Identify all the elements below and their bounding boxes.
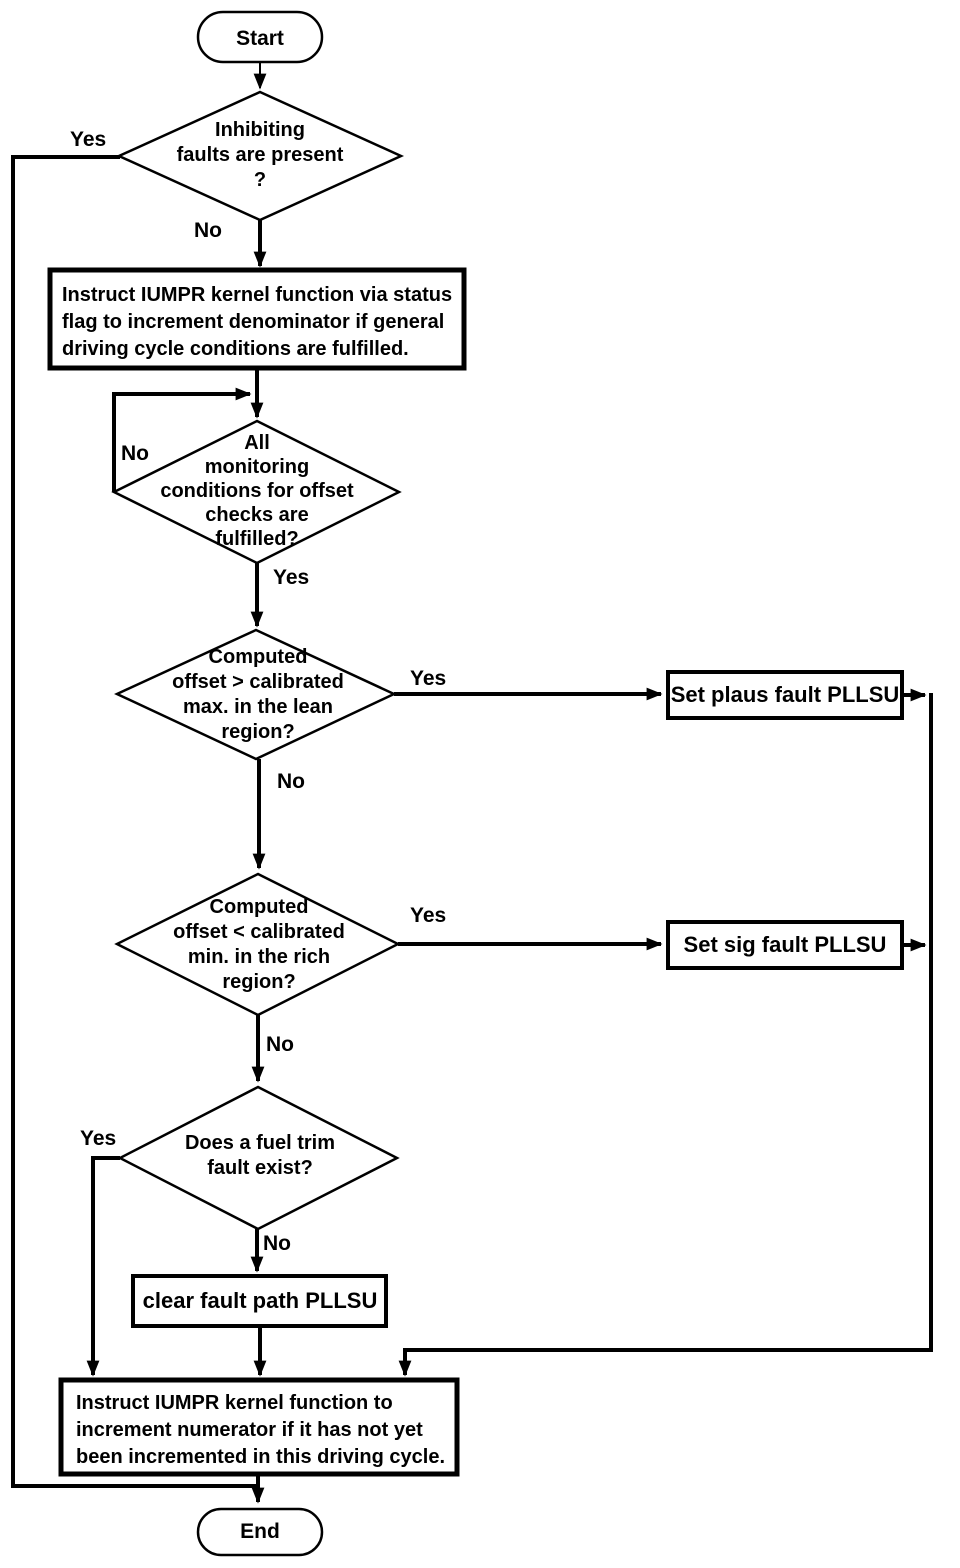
- edge-label-rich-no: No: [266, 1033, 294, 1056]
- edge-label-fueltrim-yes: Yes: [80, 1127, 117, 1150]
- inhibiting-faults-decision-shape: [115, 90, 405, 222]
- end-label: End: [240, 1520, 280, 1543]
- edge-label-inhibiting-no: No: [194, 219, 222, 242]
- start-label: Start: [236, 27, 284, 50]
- edge-monitoring-no-loop: [112, 387, 252, 492]
- lean-check-label: Computed offset > calibrated max. in the…: [172, 646, 344, 743]
- fuel-trim-decision-shape: [117, 1085, 400, 1231]
- edge-inhibiting-yes-to-end: [11, 155, 256, 1488]
- clear-fault-process-shape: [131, 1274, 388, 1328]
- set-sig-fault-label: Set sig fault PLLSU: [683, 932, 887, 957]
- edge-label-inhibiting-yes: Yes: [70, 128, 107, 151]
- instruct-denominator-label: Instruct IUMPR kernel function via statu…: [62, 284, 453, 360]
- edge-label-rich-yes: Yes: [410, 904, 447, 927]
- set-sig-fault-process-shape: [666, 920, 904, 970]
- rich-check-decision-shape: [114, 872, 401, 1017]
- edge-label-monitoring-yes: Yes: [273, 566, 310, 589]
- instruct-numerator-label: Instruct IUMPR kernel function to increm…: [76, 1392, 445, 1468]
- edge-right-rail-to-numerator: [398, 693, 933, 1377]
- edge-label-fueltrim-no: No: [263, 1232, 291, 1255]
- monitoring-conditions-decision-shape: [111, 419, 402, 565]
- edge-label-lean-no: No: [277, 770, 305, 793]
- fuel-trim-label: Does a fuel trim fault exist?: [184, 1132, 336, 1179]
- edge-fueltrim-yes-to-numerator: [86, 1156, 120, 1377]
- set-plaus-fault-process-shape: [666, 670, 904, 720]
- clear-fault-label: clear fault path PLLSU: [142, 1288, 378, 1313]
- edge-label-monitoring-no: No: [121, 442, 149, 465]
- instruct-numerator-process-shape: [58, 1377, 460, 1477]
- edge-label-lean-yes: Yes: [410, 667, 447, 690]
- rich-check-label: Computed offset < calibrated min. in the…: [173, 896, 345, 993]
- start-terminator-shape: [196, 10, 324, 64]
- end-terminator-shape: [196, 1507, 324, 1557]
- inhibiting-faults-label: Inhibiting faults are present ?: [176, 119, 344, 191]
- set-plaus-fault-label: Set plaus fault PLLSU: [670, 682, 900, 707]
- instruct-denominator-process-shape: [47, 267, 467, 371]
- monitoring-conditions-label: All monitoring conditions for offset che…: [160, 432, 354, 550]
- lean-check-decision-shape: [114, 628, 397, 761]
